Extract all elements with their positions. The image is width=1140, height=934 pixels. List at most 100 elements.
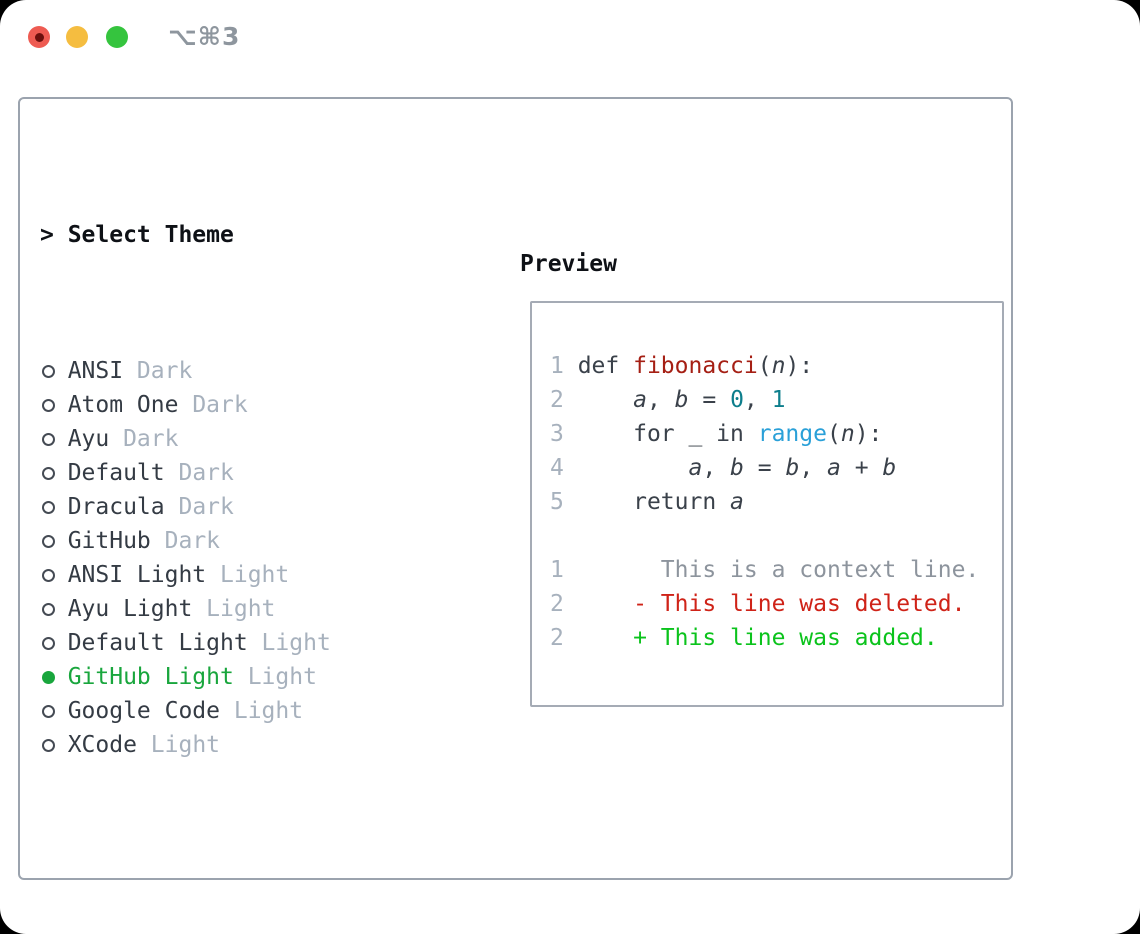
code-segment-plain: + — [840, 455, 883, 481]
code-segment-var: b — [730, 455, 744, 481]
line-number: 4 — [550, 455, 578, 481]
code-segment-var: b — [882, 455, 897, 481]
theme-option-ansi[interactable]: ANSI Dark — [40, 354, 442, 388]
theme-option-ayu[interactable]: Ayu Dark — [40, 422, 442, 456]
picker-title: Select Theme — [67, 222, 234, 248]
theme-option-atom-one[interactable]: Atom One Dark — [40, 388, 442, 422]
code-segment-plain: = — [743, 455, 786, 481]
theme-variant: Light — [206, 562, 290, 588]
theme-name: Default Light — [67, 630, 248, 656]
code-segment-var: a — [633, 387, 647, 413]
code-segment-deleted: - This line was deleted. — [577, 591, 966, 617]
theme-option-ayu-light[interactable]: Ayu Light Light — [40, 592, 442, 626]
line-number: 2 — [550, 591, 578, 617]
code-segment-num: 0 — [730, 387, 744, 413]
code-line: 4 a, b = b, a + b — [550, 451, 1002, 485]
line-number: 2 — [550, 387, 578, 413]
code-segment-var: n — [840, 421, 855, 447]
code-segment-context: This is a context line. — [577, 557, 980, 583]
code-segment-plain: ): — [854, 421, 883, 447]
titlebar: ⌥⌘3 — [0, 0, 1140, 74]
code-line: 1 This is a context line. — [550, 553, 1002, 587]
theme-variant: Light — [233, 664, 317, 690]
line-number: 1 — [550, 557, 578, 583]
code-segment-num: 1 — [771, 387, 786, 413]
window-title: ⌥⌘3 — [168, 22, 241, 51]
theme-variant: Light — [220, 698, 304, 724]
code-segment-var: a — [827, 455, 841, 481]
code-segment-plain: ( — [826, 421, 841, 447]
code-segment-plain: ( — [757, 353, 772, 379]
theme-name: Dracula — [67, 494, 165, 520]
radio-icon — [42, 738, 55, 752]
radio-icon — [42, 364, 55, 378]
theme-variant: Dark — [150, 528, 221, 554]
prompt-icon: > — [40, 222, 54, 248]
theme-name: Ayu — [67, 426, 110, 452]
radio-icon — [42, 636, 55, 650]
code-line: 3 for _ in range(n): — [550, 417, 1002, 451]
code-line: 5 return a — [550, 485, 1002, 519]
code-segment-added: + This line was added. — [577, 625, 938, 651]
theme-name: ANSI Light — [67, 562, 207, 588]
radio-icon — [42, 398, 55, 412]
close-button[interactable] — [28, 26, 50, 48]
theme-option-github[interactable]: GitHub Dark — [40, 524, 442, 558]
code-segment-plain: def — [577, 353, 634, 379]
radio-selected-icon — [42, 670, 55, 684]
code-segment-call: range — [757, 421, 827, 447]
theme-name: GitHub Light — [67, 664, 234, 690]
theme-name: ANSI — [67, 358, 124, 384]
theme-option-default-light[interactable]: Default Light Light — [40, 626, 442, 660]
code-segment-var: a — [688, 455, 703, 481]
theme-name: GitHub — [67, 528, 151, 554]
code-segment-plain: , — [646, 387, 675, 413]
minimize-button[interactable] — [66, 26, 88, 48]
code-segment-plain: , — [702, 455, 731, 481]
theme-option-google-code[interactable]: Google Code Light — [40, 694, 442, 728]
code-segment-plain: , — [799, 455, 828, 481]
theme-name: Atom One — [67, 392, 179, 418]
code-segment-plain: for _ in — [577, 421, 758, 447]
code-line: 2 a, b = 0, 1 — [550, 383, 1002, 417]
radio-icon — [42, 704, 55, 718]
line-number: 2 — [550, 625, 578, 651]
theme-option-xcode[interactable]: XCode Light — [40, 728, 442, 762]
line-number: 5 — [550, 489, 578, 515]
code-segment-var: a — [730, 489, 744, 515]
radio-icon — [42, 602, 55, 616]
code-segment-var: b — [674, 387, 689, 413]
theme-variant: Dark — [178, 392, 248, 418]
line-number: 1 — [550, 353, 578, 379]
theme-name: Default — [67, 460, 165, 486]
theme-option-ansi-light[interactable]: ANSI Light Light — [40, 558, 442, 592]
theme-variant: Light — [136, 732, 221, 758]
theme-option-dracula[interactable]: Dracula Dark — [40, 490, 442, 524]
theme-option-default[interactable]: Default Dark — [40, 456, 442, 490]
code-segment-plain — [578, 455, 689, 481]
theme-variant: Dark — [123, 358, 193, 384]
theme-name: XCode — [67, 732, 137, 758]
radio-icon — [42, 432, 55, 446]
preview-title: Preview — [520, 251, 617, 277]
code-segment-plain: ): — [785, 353, 814, 379]
code-line — [550, 519, 1002, 553]
line-number: 3 — [550, 421, 578, 447]
theme-variant: Dark — [164, 460, 234, 486]
theme-variant: Dark — [164, 494, 234, 520]
theme-option-github-light[interactable]: GitHub Light Light — [40, 660, 442, 694]
theme-name: Google Code — [67, 698, 221, 724]
code-segment-var: n — [771, 353, 786, 379]
zoom-button[interactable] — [106, 26, 128, 48]
radio-icon — [42, 534, 55, 548]
code-segment-plain: return — [577, 489, 731, 515]
radio-icon — [42, 500, 55, 514]
code-line: 2 + This line was added. — [550, 621, 1002, 655]
spacer — [40, 864, 442, 898]
code-segment-plain — [578, 387, 633, 413]
